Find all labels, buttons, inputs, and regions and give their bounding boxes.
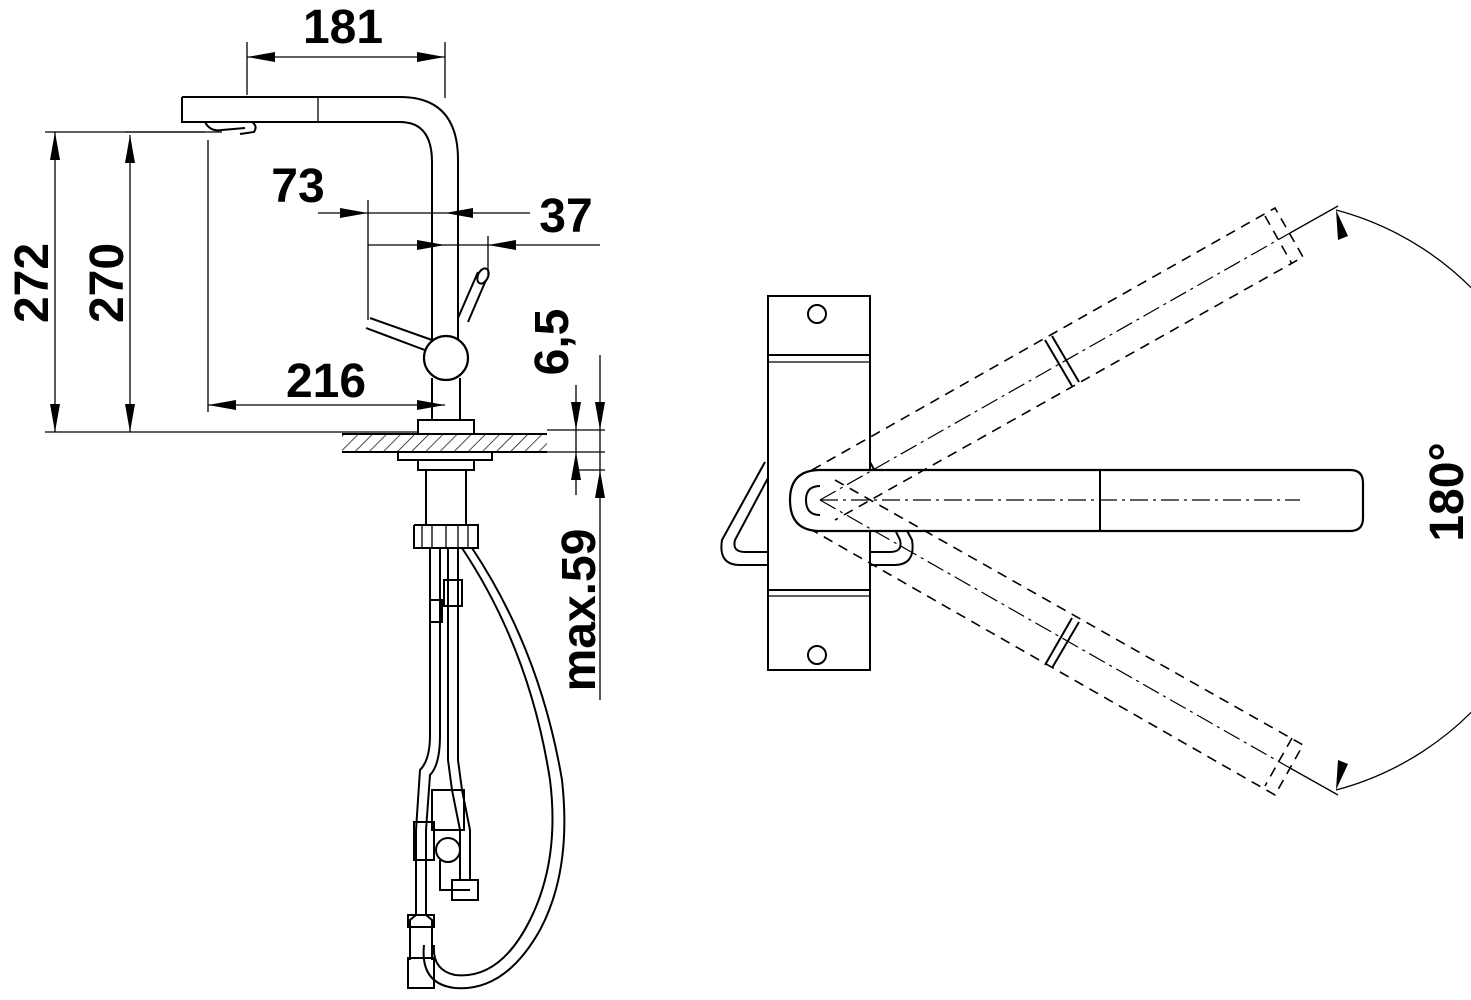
dimension-181: 181 [246, 1, 446, 98]
dimension-37-label: 37 [539, 190, 592, 243]
spout-rotated-up [811, 206, 1305, 521]
center-lines [819, 232, 1300, 769]
dimension-180-label: 180° [1421, 442, 1471, 541]
mounting-hole-bottom-icon [807, 645, 827, 665]
side-view: 181 272 270 73 [6, 1, 606, 990]
dimension-73-label: 73 [271, 160, 324, 213]
dimension-73: 73 [271, 160, 530, 320]
dimension-6-5-label: 6,5 [526, 309, 579, 376]
top-view: 180° [720, 205, 1471, 797]
countertop-deck [342, 429, 605, 453]
dimension-272: 272 [6, 131, 418, 433]
dimension-max59-label: max.59 [553, 529, 606, 692]
dimension-216-label: 216 [286, 355, 366, 408]
dimension-37: 37 [368, 190, 600, 275]
faucet-handle [365, 267, 490, 382]
dimension-272-label: 272 [6, 243, 59, 323]
dimension-6-5: 6,5 [526, 309, 581, 495]
dimension-max59: max.59 [553, 355, 606, 700]
spout-rotated-down [811, 479, 1305, 797]
supply-hoses [407, 548, 479, 989]
dimension-270-label: 270 [81, 243, 134, 323]
mounting-hole-top-icon [807, 304, 827, 324]
pullout-hose-loop [422, 547, 566, 990]
dimension-180: 180° [1289, 205, 1471, 796]
dimension-181-label: 181 [303, 1, 383, 54]
faucet-spout [125, 96, 459, 340]
handle-frame [720, 461, 914, 566]
dimension-270: 270 [81, 135, 135, 432]
dimension-216: 216 [207, 140, 445, 412]
